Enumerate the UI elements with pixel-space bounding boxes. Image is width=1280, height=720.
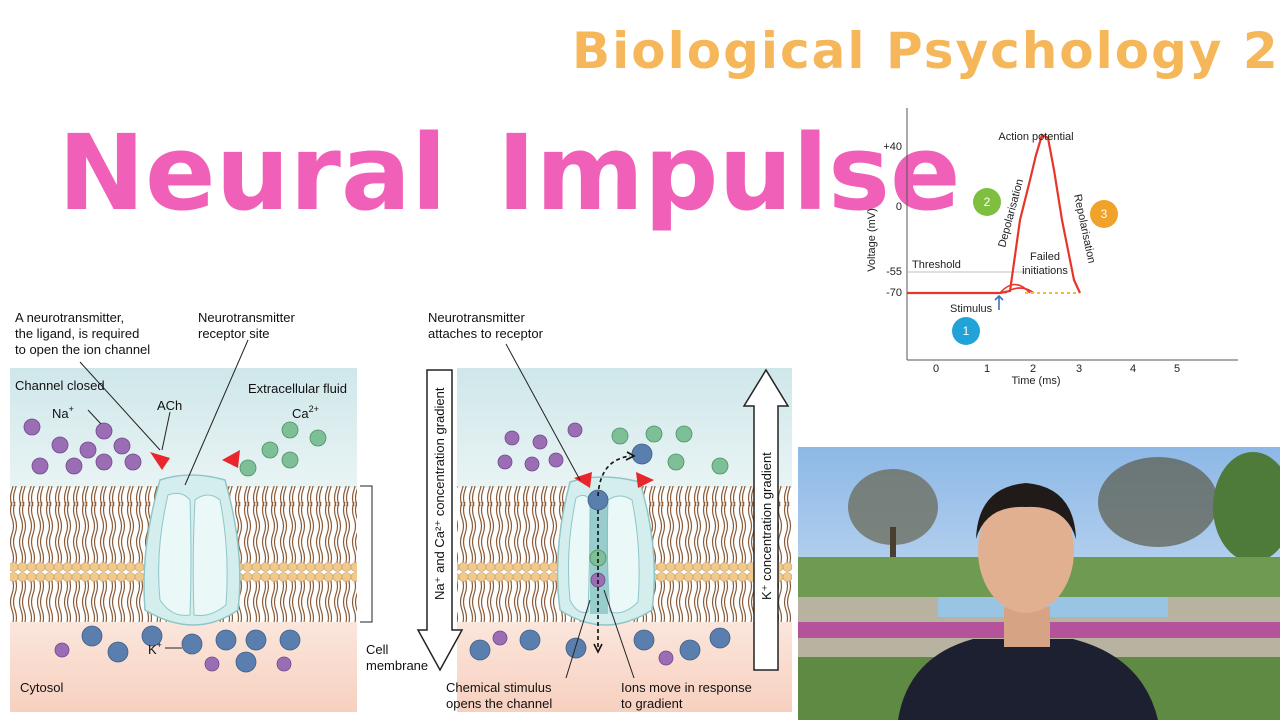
- receptor-pointer: [184, 339, 249, 486]
- potassium-ions: [81, 625, 301, 673]
- presenter-shirt: [898, 639, 1158, 720]
- stimulus-label-2: opens the channel: [446, 696, 552, 711]
- x-tick-1: 1: [984, 363, 990, 375]
- video-tree-right-icon: [1098, 457, 1218, 547]
- stimulus-pointer: [565, 599, 591, 679]
- extracellular-region-open: [457, 368, 792, 488]
- calcium-ions: [239, 421, 327, 477]
- extracellular-label: Extracellular fluid: [248, 381, 347, 396]
- stimulus-label-1: Chemical stimulus: [446, 680, 552, 695]
- stimulus-label: Stimulus: [950, 303, 993, 315]
- ligand-label-3: to open the ion channel: [15, 342, 150, 357]
- presenter-video[interactable]: [798, 447, 1280, 720]
- ion-path-out: [597, 455, 631, 497]
- k-gradient-label: K⁺ concentration gradient: [759, 452, 774, 600]
- na-ca-gradient-arrow-icon: [416, 369, 464, 672]
- x-tick-4: 4: [1130, 363, 1136, 375]
- cytosol-region: [10, 622, 357, 712]
- y-tick-0: 0: [896, 201, 902, 213]
- attach-label-1: Neurotransmitter: [428, 310, 525, 325]
- stage-2-badge: [973, 188, 1001, 216]
- attach-pointer: [505, 343, 581, 481]
- open-subunit-right: [606, 495, 640, 614]
- sodium-ions-extracellular: [23, 418, 142, 475]
- main-title: Neural Impulse: [58, 112, 961, 234]
- membrane-bracket: [360, 485, 373, 623]
- channel-closed-label: Channel closed: [15, 378, 105, 393]
- failed-initiation-1: [999, 283, 1031, 294]
- bound-ligand-left-icon: [574, 472, 592, 488]
- x-tick-2: 2: [1030, 363, 1036, 375]
- x-tick-5: 5: [1174, 363, 1180, 375]
- ligand-pointer: [79, 361, 161, 451]
- video-trunk-left: [890, 527, 896, 577]
- stage-1-badge: [952, 317, 980, 345]
- calcium-ions-open: [589, 425, 729, 567]
- x-tick-0: 0: [933, 363, 939, 375]
- cytosol-region-open: [457, 622, 792, 712]
- k-label: K+: [148, 640, 162, 657]
- na-ca-gradient-label: Na⁺ and Ca²⁺ concentration gradient: [432, 387, 447, 600]
- membrane-label-1: Cell: [366, 642, 389, 657]
- ligand-label-2: the ligand, is required: [15, 326, 139, 341]
- failed-label-1: Failed: [1030, 251, 1060, 263]
- stage-2-label: 2: [984, 195, 991, 209]
- presenter-neck: [1004, 607, 1050, 647]
- potassium-ions-open: [469, 443, 731, 661]
- ach-ligand-icon: [150, 452, 170, 470]
- cytosol-label: Cytosol: [20, 680, 63, 695]
- x-axis-label: Time (ms): [1011, 375, 1060, 387]
- stage-3-label: 3: [1101, 207, 1108, 221]
- threshold-label: Threshold: [912, 259, 961, 271]
- ions-label-2: to gradient: [621, 696, 683, 711]
- course-title: Biological Psychology 2: [572, 22, 1280, 80]
- failed-initiation-2: [1004, 287, 1035, 294]
- ach-label: ACh: [157, 398, 182, 413]
- peak-label: Action potential: [998, 131, 1073, 143]
- y-tick-70: -70: [886, 287, 902, 299]
- na-label: Na+: [52, 404, 74, 421]
- stage-3-badge: [1090, 200, 1118, 228]
- y-tick-55: -55: [886, 266, 902, 278]
- failed-label-2: initiations: [1022, 265, 1068, 277]
- video-pond: [938, 597, 1168, 617]
- sodium-ions-cytosol: [54, 642, 292, 672]
- y-tick-40: +40: [883, 141, 902, 153]
- ion-path-out-arrow-icon: [625, 451, 636, 461]
- ions-label-1: Ions move in response: [621, 680, 752, 695]
- ion-path-in-arrow-icon: [593, 643, 603, 654]
- sodium-ions-open: [492, 422, 674, 666]
- attach-label-2: attaches to receptor: [428, 326, 544, 341]
- y-axis-label: Voltage (mV): [866, 208, 878, 272]
- ions-pointer: [603, 589, 635, 679]
- channel-subunit-right: [192, 494, 228, 616]
- k-gradient-arrow-icon: [742, 368, 790, 671]
- video-tree-left-icon: [848, 469, 938, 545]
- membrane-label-2: membrane: [366, 658, 428, 673]
- receptor-label-1: Neurotransmitter: [198, 310, 295, 325]
- ligand-label-1: A neurotransmitter,: [15, 310, 124, 325]
- presenter-hair: [976, 483, 1076, 539]
- na-pointer: [87, 409, 102, 425]
- presenter-face: [978, 489, 1074, 613]
- x-tick-3: 3: [1076, 363, 1082, 375]
- video-tree-green-icon: [1213, 452, 1280, 562]
- repolarisation-label: Repolarisation: [1071, 193, 1097, 264]
- stimulus-arrow-icon: [994, 294, 1004, 310]
- action-potential-graph: Voltage (mV) Time (ms) +40 0 -55 -70 0 1…: [866, 108, 1238, 387]
- ca-label: Ca2+: [292, 404, 319, 421]
- bound-ligand-right-icon: [636, 472, 654, 488]
- receptor-label-2: receptor site: [198, 326, 270, 341]
- ach-pointer: [161, 411, 171, 451]
- ion-channel-diagram: A neurotransmitter, the ligand, is requi…: [10, 310, 792, 712]
- stage-1-label: 1: [963, 324, 970, 338]
- receptor-site-icon: [222, 450, 240, 468]
- channel-subunit-left: [158, 492, 192, 616]
